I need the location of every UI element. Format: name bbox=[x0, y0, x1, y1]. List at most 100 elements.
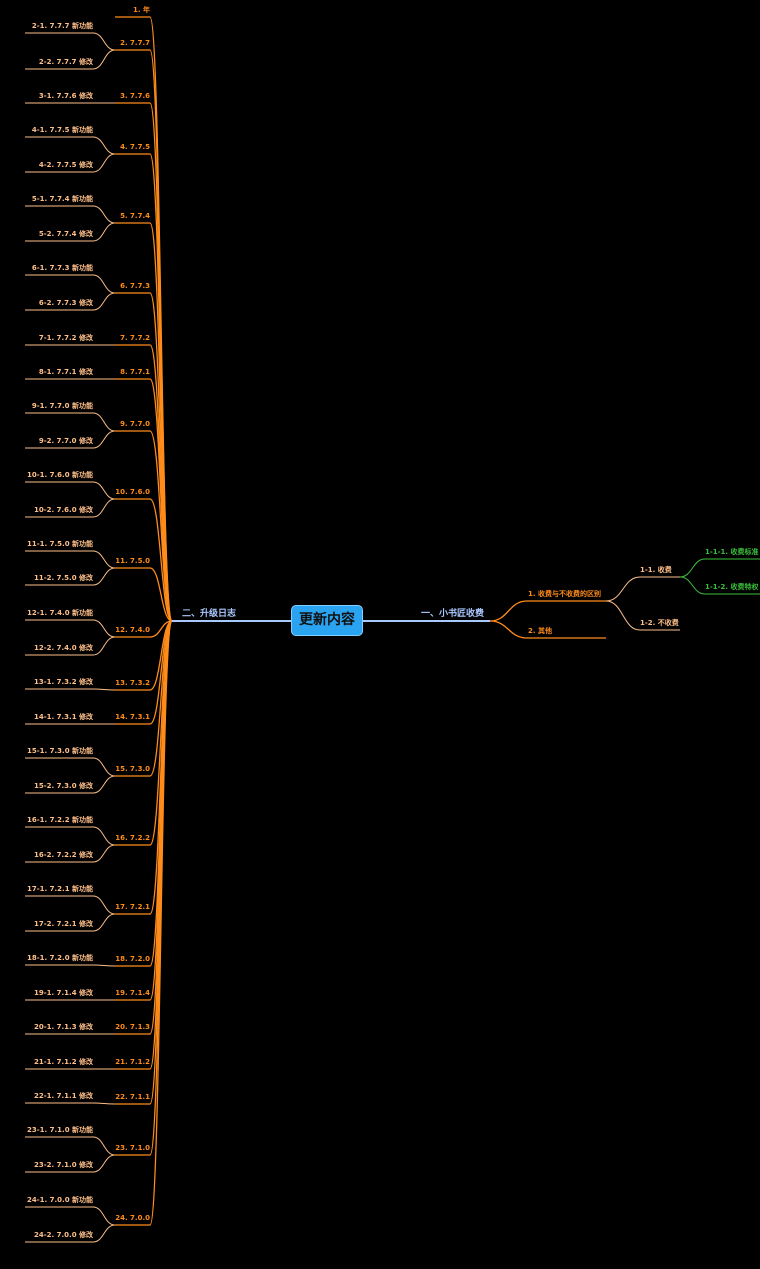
connector-log-9 bbox=[115, 430, 173, 622]
node-log-23[interactable]: 23. 7.1.0 bbox=[115, 1144, 150, 1152]
connector-fee-1-1 bbox=[605, 576, 680, 602]
node-log-12[interactable]: 12. 7.4.0 bbox=[115, 626, 150, 634]
node-log-16-1[interactable]: 16-1. 7.2.2 新功能 bbox=[27, 816, 93, 824]
node-log-15-2[interactable]: 15-2. 7.3.0 修改 bbox=[34, 782, 93, 790]
node-fee-1-1[interactable]: 1-1. 收费 bbox=[640, 566, 672, 574]
node-log-12-1[interactable]: 12-1. 7.4.0 新功能 bbox=[27, 609, 93, 617]
node-log-17-1[interactable]: 17-1. 7.2.1 新功能 bbox=[27, 885, 93, 893]
node-log-2[interactable]: 2. 7.7.7 bbox=[120, 39, 150, 47]
connector-log-10-2 bbox=[25, 498, 116, 518]
connector-log-23-1 bbox=[25, 1136, 116, 1156]
node-log-15[interactable]: 15. 7.3.0 bbox=[115, 765, 150, 773]
node-log-24-2[interactable]: 24-2. 7.0.0 修改 bbox=[34, 1231, 93, 1239]
connector-log-10 bbox=[115, 498, 173, 622]
connector-fee-1-2 bbox=[605, 600, 680, 631]
node-log-20[interactable]: 20. 7.1.3 bbox=[115, 1023, 150, 1031]
node-log-10[interactable]: 10. 7.6.0 bbox=[115, 488, 150, 496]
node-log-8-1[interactable]: 8-1. 7.7.1 修改 bbox=[38, 368, 93, 376]
node-log-21-1[interactable]: 21-1. 7.1.2 修改 bbox=[34, 1058, 93, 1066]
node-log-22[interactable]: 22. 7.1.1 bbox=[115, 1093, 150, 1101]
node-fee-1-1-1[interactable]: 1-1-1. 收费标准 bbox=[705, 548, 759, 556]
node-log-23-1[interactable]: 23-1. 7.1.0 新功能 bbox=[27, 1126, 93, 1134]
node-log-5-1[interactable]: 5-1. 7.7.4 新功能 bbox=[31, 195, 93, 203]
connector-log-12 bbox=[115, 620, 173, 638]
node-log-3[interactable]: 3. 7.7.6 bbox=[120, 92, 150, 100]
root-node[interactable]: 更新内容 bbox=[291, 605, 363, 636]
node-log-1[interactable]: 1. 年 bbox=[133, 6, 150, 14]
node-log-10-1[interactable]: 10-1. 7.6.0 新功能 bbox=[27, 471, 93, 479]
connector-log-15 bbox=[115, 620, 173, 777]
node-fee-1-1-2[interactable]: 1-1-2. 收费特权 bbox=[705, 583, 759, 591]
node-log-24[interactable]: 24. 7.0.0 bbox=[115, 1214, 150, 1222]
node-log-9-2[interactable]: 9-2. 7.7.0 修改 bbox=[38, 437, 93, 445]
node-log-2-1[interactable]: 2-1. 7.7.7 新功能 bbox=[31, 22, 93, 30]
node-log-20-1[interactable]: 20-1. 7.1.3 修改 bbox=[34, 1023, 93, 1031]
node-log-19-1[interactable]: 19-1. 7.1.4 修改 bbox=[34, 989, 93, 997]
connector-log-5-1 bbox=[25, 205, 116, 224]
node-log-5[interactable]: 5. 7.7.4 bbox=[120, 212, 150, 220]
node-log-5-2[interactable]: 5-2. 7.7.4 修改 bbox=[38, 230, 93, 238]
connector-log-11-1 bbox=[25, 550, 116, 569]
connector-log-4-1 bbox=[25, 136, 116, 155]
node-log-15-1[interactable]: 15-1. 7.3.0 新功能 bbox=[27, 747, 93, 755]
node-log-14[interactable]: 14. 7.3.1 bbox=[115, 713, 150, 721]
connector-log-15-2 bbox=[25, 775, 116, 794]
node-log-12-2[interactable]: 12-2. 7.4.0 修改 bbox=[34, 644, 93, 652]
connector-log-12-2 bbox=[25, 636, 116, 656]
node-log-18-1[interactable]: 18-1. 7.2.0 新功能 bbox=[27, 954, 93, 962]
connector-log-12-1 bbox=[25, 619, 116, 638]
branch-fee-label[interactable]: 一、小书匠收费 bbox=[421, 609, 485, 619]
node-log-17[interactable]: 17. 7.2.1 bbox=[115, 903, 150, 911]
node-log-3-1[interactable]: 3-1. 7.7.6 修改 bbox=[38, 92, 93, 100]
node-log-6[interactable]: 6. 7.7.3 bbox=[120, 282, 150, 290]
node-log-16[interactable]: 16. 7.2.2 bbox=[115, 834, 150, 842]
node-fee-2[interactable]: 2. 其他 bbox=[528, 627, 552, 635]
connector-fee-1-1-2 bbox=[679, 576, 760, 595]
node-log-21[interactable]: 21. 7.1.2 bbox=[115, 1058, 150, 1066]
node-log-23-2[interactable]: 23-2. 7.1.0 修改 bbox=[34, 1161, 93, 1169]
connector-log-9-2 bbox=[25, 430, 116, 449]
node-log-7[interactable]: 7. 7.7.2 bbox=[120, 334, 150, 342]
connector-log-9-1 bbox=[25, 412, 116, 432]
node-log-16-2[interactable]: 16-2. 7.2.2 修改 bbox=[34, 851, 93, 859]
node-log-7-1[interactable]: 7-1. 7.7.2 修改 bbox=[38, 334, 93, 342]
connector-log-11-2 bbox=[25, 567, 116, 586]
node-log-4[interactable]: 4. 7.7.5 bbox=[120, 143, 150, 151]
node-log-10-2[interactable]: 10-2. 7.6.0 修改 bbox=[34, 506, 93, 514]
node-log-14-1[interactable]: 14-1. 7.3.1 修改 bbox=[34, 713, 93, 721]
node-log-24-1[interactable]: 24-1. 7.0.0 新功能 bbox=[27, 1196, 93, 1204]
node-log-2-2[interactable]: 2-2. 7.7.7 修改 bbox=[38, 58, 93, 66]
node-log-22-1[interactable]: 22-1. 7.1.1 修改 bbox=[34, 1092, 93, 1100]
node-fee-1-2[interactable]: 1-2. 不收费 bbox=[640, 619, 679, 627]
node-log-18[interactable]: 18. 7.2.0 bbox=[115, 955, 150, 963]
connector-log-5-2 bbox=[25, 222, 116, 242]
connector-fee-1 bbox=[489, 600, 606, 622]
node-log-13-1[interactable]: 13-1. 7.3.2 修改 bbox=[34, 678, 93, 686]
node-log-6-1[interactable]: 6-1. 7.7.3 新功能 bbox=[31, 264, 93, 272]
connector-log-16-1 bbox=[25, 826, 116, 846]
node-log-11-1[interactable]: 11-1. 7.5.0 新功能 bbox=[27, 540, 93, 548]
branch-log-label[interactable]: 二、升级日志 bbox=[182, 609, 237, 619]
connector-log-2-2 bbox=[25, 49, 116, 70]
node-log-4-2[interactable]: 4-2. 7.7.5 修改 bbox=[38, 161, 93, 169]
connector-log-23-2 bbox=[25, 1154, 116, 1173]
node-log-6-2[interactable]: 6-2. 7.7.3 修改 bbox=[38, 299, 93, 307]
node-log-4-1[interactable]: 4-1. 7.7.5 新功能 bbox=[31, 126, 93, 134]
node-log-11-2[interactable]: 11-2. 7.5.0 修改 bbox=[34, 574, 93, 582]
node-log-17-2[interactable]: 17-2. 7.2.1 修改 bbox=[34, 920, 93, 928]
connector-log-6-2 bbox=[25, 292, 116, 311]
node-log-19[interactable]: 19. 7.1.4 bbox=[115, 989, 150, 997]
connector-fee-1-1-1 bbox=[679, 558, 760, 578]
node-log-13[interactable]: 13. 7.3.2 bbox=[115, 679, 150, 687]
node-log-9[interactable]: 9. 7.7.0 bbox=[120, 420, 150, 428]
connector-log-24-1 bbox=[25, 1206, 116, 1226]
connector-log-10-1 bbox=[25, 481, 116, 500]
connector-fee-2 bbox=[489, 620, 606, 639]
node-log-8[interactable]: 8. 7.7.1 bbox=[120, 368, 150, 376]
connector-log-24 bbox=[115, 620, 173, 1226]
node-log-9-1[interactable]: 9-1. 7.7.0 新功能 bbox=[31, 402, 93, 410]
node-fee-1[interactable]: 1. 收费与不收费的区别 bbox=[528, 590, 601, 598]
connector-log-2-1 bbox=[25, 32, 116, 51]
node-log-11[interactable]: 11. 7.5.0 bbox=[115, 557, 150, 565]
connector-log-16-2 bbox=[25, 844, 116, 863]
